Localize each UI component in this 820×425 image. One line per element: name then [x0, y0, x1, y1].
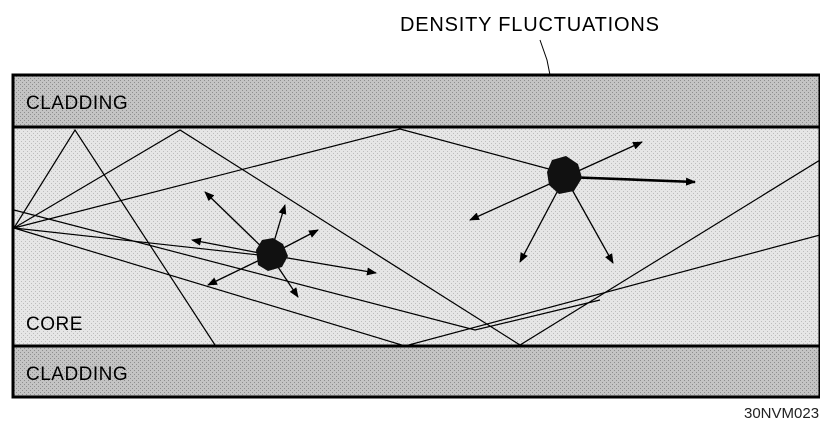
cladding-top-label: CLADDING: [26, 93, 128, 114]
scatter-arrow: [564, 176, 614, 264]
scatter-arrow: [564, 175, 696, 186]
figure-code: 30NVM023: [744, 405, 819, 422]
scatter-center-left: [191, 191, 377, 298]
ray-6: [13, 209, 601, 331]
cladding-bottom: [11, 344, 820, 399]
core-label: CORE: [26, 314, 83, 335]
ray-4: [13, 128, 561, 229]
ray-3: [13, 227, 820, 347]
cladding-bottom-label: CLADDING: [26, 364, 128, 385]
scatter-arrow: [269, 254, 377, 276]
cladding-top: [11, 73, 820, 129]
scatter-arrow: [204, 191, 271, 256]
density-blob: [256, 238, 288, 271]
density-blob: [547, 156, 582, 194]
core-region: [11, 125, 820, 348]
light-rays: [13, 128, 820, 347]
scatter-center-right: [469, 141, 696, 264]
ray-2: [13, 129, 820, 346]
density-fluctuations-title: DENSITY FLUCTUATIONS: [400, 14, 660, 36]
ray-5: [13, 227, 269, 257]
ray-1: [13, 128, 216, 346]
